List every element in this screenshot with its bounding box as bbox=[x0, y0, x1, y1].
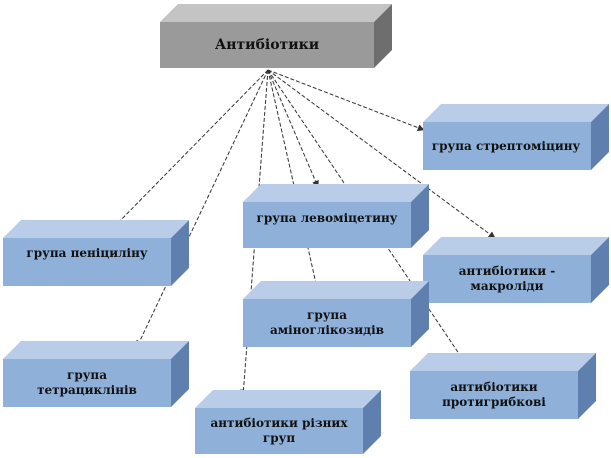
group-various: антибіотики різних груп bbox=[195, 390, 381, 454]
root-label: Антибіотики bbox=[214, 36, 320, 53]
root-node-antibiotics: Антибіотики bbox=[160, 4, 392, 68]
group-macrolides: антибіотики - макроліди bbox=[423, 237, 609, 303]
group-streptomycin: група стрептоміцину bbox=[423, 104, 609, 170]
group-antifungal: антибіотики протигрибкові bbox=[410, 353, 596, 419]
arrow-to-streptomycin bbox=[267, 69, 425, 132]
group-box-shape bbox=[423, 104, 609, 170]
group-levomycetin-label: група левоміцетину bbox=[256, 210, 398, 225]
group-antifungal-label: антибіотики протигрибкові bbox=[442, 380, 546, 409]
group-penicillin-label: група пеніциліну bbox=[26, 245, 148, 260]
group-box-shape bbox=[423, 237, 609, 303]
group-tetracyclines-label: група тетрациклінів bbox=[37, 368, 137, 397]
group-box-shape bbox=[410, 353, 596, 419]
group-box-shape bbox=[3, 341, 189, 407]
group-box-shape bbox=[243, 184, 429, 248]
group-box-shape bbox=[3, 220, 189, 286]
group-streptomycin-label: група стрептоміцину bbox=[431, 138, 581, 153]
group-box-shape bbox=[195, 390, 381, 454]
group-penicillin: група пеніциліну bbox=[3, 220, 189, 286]
arrow-to-penicillin bbox=[112, 69, 269, 229]
group-various-label: антибіотики різних груп bbox=[210, 416, 348, 445]
group-aminoglycosides: група аміноглікозидів bbox=[243, 281, 429, 347]
arrow-to-aminoglycosides bbox=[267, 69, 320, 289]
group-macrolides-label: антибіотики - макроліди bbox=[458, 264, 556, 293]
group-aminoglycosides-label: група аміноглікозидів bbox=[269, 308, 385, 337]
arrow-to-tetracyclines bbox=[136, 69, 269, 348]
group-box-shape bbox=[243, 281, 429, 347]
group-levomycetin: група левоміцетину bbox=[243, 184, 429, 248]
group-tetracyclines: група тетрациклінів bbox=[3, 341, 189, 407]
arrow-to-levomycetin bbox=[267, 69, 319, 188]
root-box-shape bbox=[160, 4, 392, 68]
arrow-to-macrolides bbox=[267, 69, 496, 239]
